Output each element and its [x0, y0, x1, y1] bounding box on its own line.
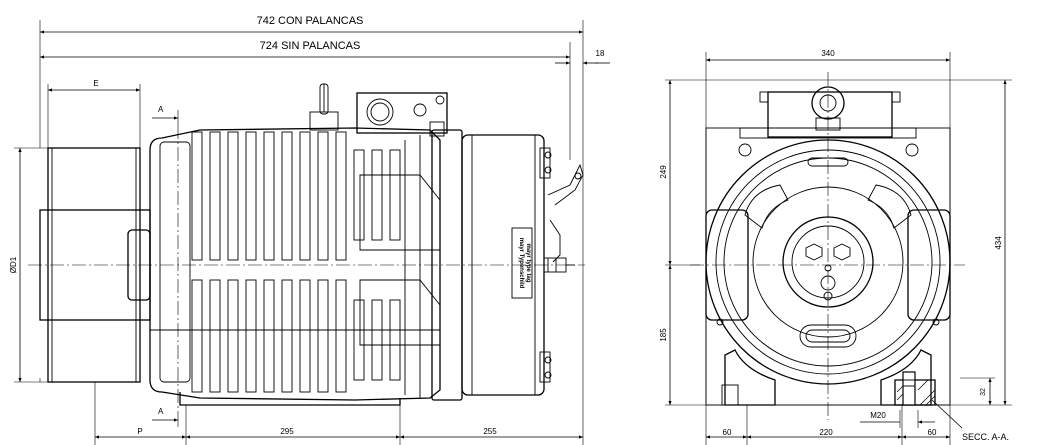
- side-view: 742 CON PALANCAS 724 SIN PALANCAS 18 E A…: [9, 15, 610, 445]
- dim-label-E: E: [93, 79, 98, 88]
- section-hatch: [894, 371, 936, 406]
- front-feet: [721, 349, 932, 406]
- dim-label-742: 742 CON PALANCAS: [257, 15, 364, 27]
- terminal-box: [356, 92, 448, 137]
- dim-label-60-left: 60: [723, 428, 732, 437]
- nameplate-line1: mayr Typenschild: [518, 238, 524, 289]
- cooling-fins-bottom: [191, 279, 401, 393]
- dim-label-220: 220: [819, 428, 833, 437]
- dim-label-295: 295: [280, 427, 294, 436]
- lifting-eye: [309, 83, 339, 131]
- nameplate: mayr Typenschild mayr type tag: [511, 227, 533, 299]
- section-mark-A-bottom: A: [158, 407, 164, 416]
- dim-label-255: 255: [483, 427, 497, 436]
- cooling-fins-top: [191, 131, 401, 261]
- nameplate-line2: mayr type tag: [525, 243, 531, 282]
- dim-label-434: 434: [994, 236, 1003, 250]
- dim-label-P: P: [137, 427, 142, 436]
- dim-label-60-right: 60: [928, 428, 937, 437]
- dim-label-M20: M20: [870, 411, 886, 420]
- dim-label-32: 32: [980, 388, 987, 396]
- dim-label-18: 18: [596, 49, 605, 58]
- front-top-bracket: [739, 86, 917, 139]
- section-label: SECC. A-A.: [962, 432, 1009, 442]
- brake-unit: [431, 129, 584, 401]
- dim-label-185: 185: [659, 328, 668, 342]
- section-mark-A-top: A: [158, 105, 164, 114]
- dim-label-249: 249: [659, 165, 668, 179]
- dim-label-724: 724 SIN PALANCAS: [260, 40, 361, 52]
- front-motor-body: [705, 139, 951, 385]
- dim-label-D1: ØD1: [9, 256, 18, 273]
- dim-label-340: 340: [821, 49, 835, 58]
- front-view: 340 249 185 434 32 60 220 60 M20 SECC. A…: [659, 49, 1012, 445]
- motor-housing: [149, 127, 441, 406]
